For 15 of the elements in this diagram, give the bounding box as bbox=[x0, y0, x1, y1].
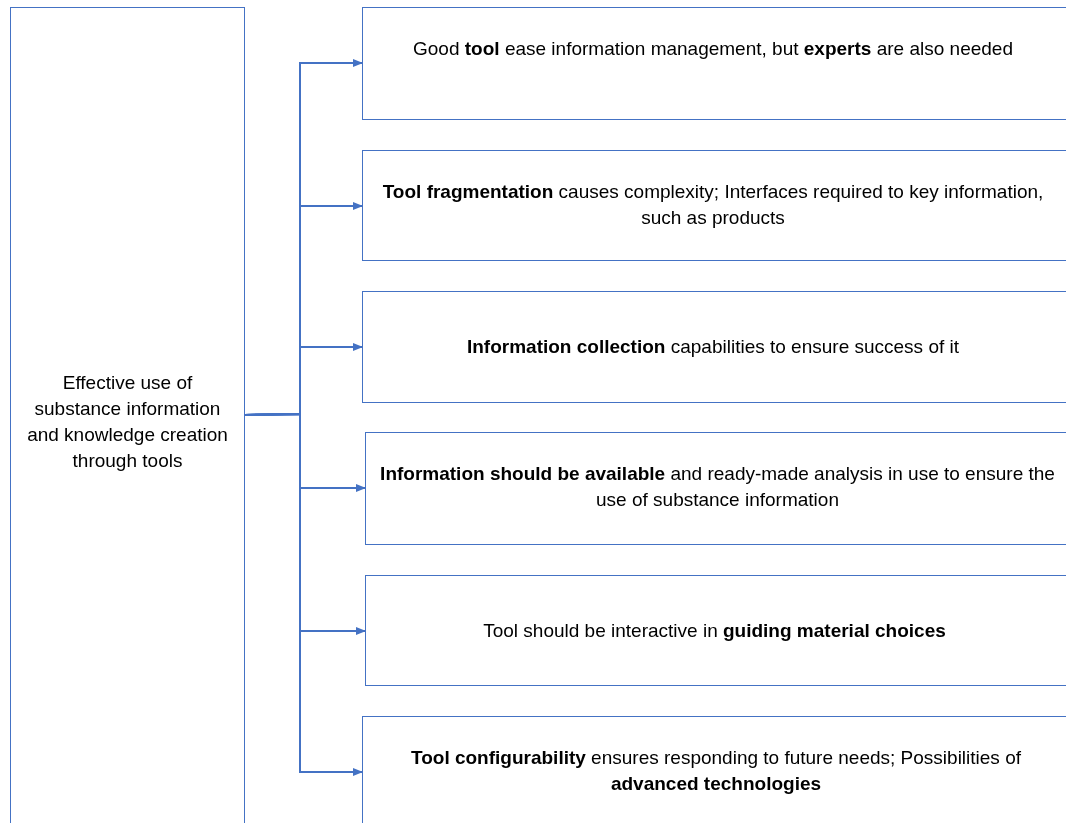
text-box bbox=[362, 291, 1066, 403]
text-box bbox=[10, 7, 245, 823]
box-text: Good tool ease information management, but experts are also needed bbox=[412, 37, 1014, 61]
box-text: Information collection capabilities to ensure success of it bbox=[465, 335, 960, 359]
box-text: Effective use of substance information and knowledge creation through tools bbox=[27, 371, 228, 473]
box-text: Tool fragmentation causes complexity; Interfaces required to key information, such as products bbox=[381, 180, 1045, 230]
text-box bbox=[362, 150, 1066, 261]
text-box bbox=[362, 716, 1066, 823]
box-text: Information should be available and ready-made analysis in use to ensure the use of substance information bbox=[379, 462, 1056, 512]
text-box bbox=[365, 432, 1066, 545]
text-box bbox=[362, 7, 1066, 120]
text-box bbox=[365, 575, 1066, 686]
box-text: Tool should be interactive in guiding material choices bbox=[482, 618, 947, 643]
connector-arrow bbox=[244, 413, 363, 776]
box-text: Tool configurability ensures responding to future needs; Possibilities of advanced technologies bbox=[410, 746, 1022, 796]
